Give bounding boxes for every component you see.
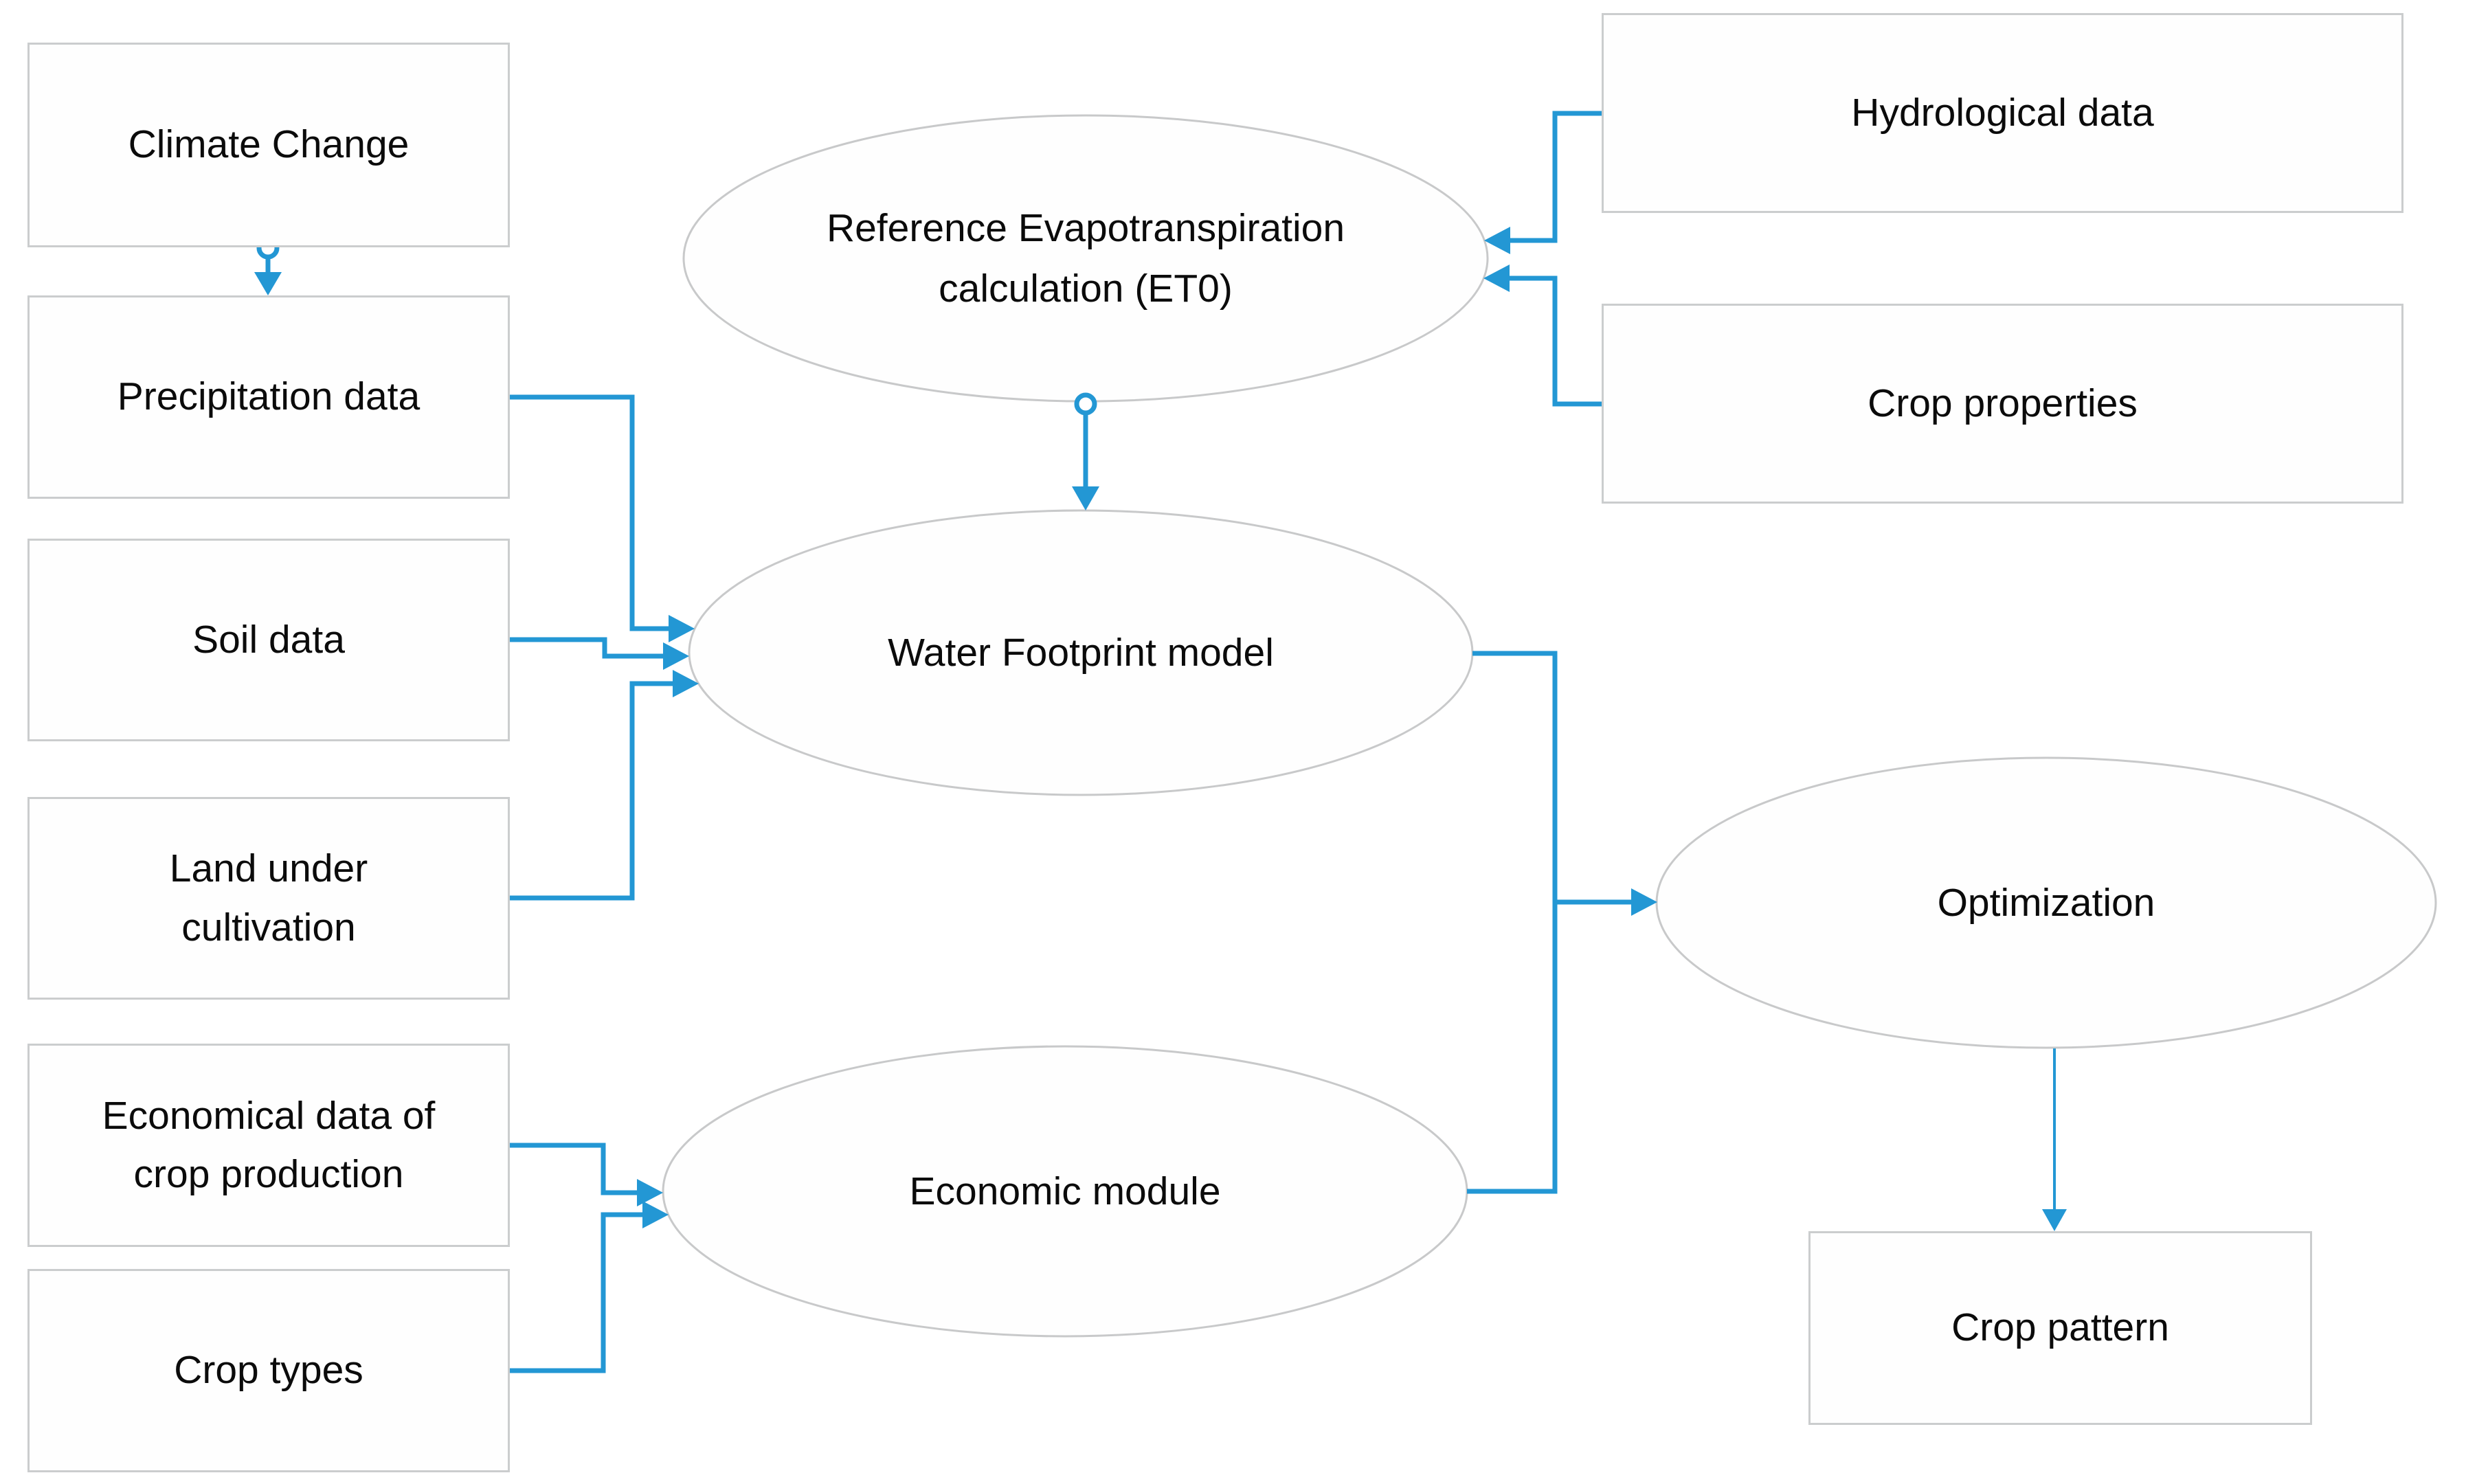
edge-econdata-to-economic-module [510, 1143, 663, 1206]
et0-ellipse [682, 114, 1489, 403]
node-crop-properties-label: Crop properties [1868, 381, 2138, 425]
node-land-under-cultivation-label: Land under cultivation [169, 846, 368, 949]
node-crop-types: Crop types [27, 1269, 510, 1472]
node-hydrological-data-label: Hydrological data [1851, 90, 2154, 135]
node-climate-change-label: Climate Change [128, 122, 410, 167]
node-land-under-cultivation: Land under cultivation [27, 797, 510, 1000]
node-soil-data-label: Soil data [192, 617, 345, 662]
node-climate-change: Climate Change [27, 43, 510, 247]
node-crop-pattern: Crop pattern [1808, 1231, 2312, 1425]
node-hydrological-data: Hydrological data [1602, 13, 2403, 213]
edge-et0-to-wfm [1072, 392, 1099, 510]
node-crop-properties: Crop properties [1602, 304, 2403, 504]
edge-soil-to-wfm [510, 637, 689, 670]
water-footprint-model-ellipse [688, 509, 1474, 796]
node-precipitation-data: Precipitation data [27, 295, 510, 499]
edge-hydrological-to-et0 [1484, 111, 1602, 254]
edge-wfm-and-economic-trunk [1467, 651, 1558, 1194]
edge-climate-to-precipitation [254, 236, 282, 295]
node-crop-types-label: Crop types [174, 1348, 363, 1393]
node-economical-data-label: Economical data of crop production [102, 1093, 436, 1197]
economic-module-ellipse [662, 1045, 1468, 1338]
node-economical-data: Economical data of crop production [27, 1044, 510, 1247]
edge-land-to-wfm [510, 670, 699, 901]
edge-crop-properties-to-et0 [1483, 265, 1602, 407]
optimization-ellipse [1655, 756, 2437, 1049]
node-soil-data: Soil data [27, 539, 510, 741]
node-precipitation-data-label: Precipitation data [117, 374, 421, 419]
edge-precipitation-to-wfm [510, 394, 695, 642]
edge-croptypes-to-economic-module [510, 1201, 669, 1373]
node-crop-pattern-label: Crop pattern [1951, 1305, 2169, 1350]
edge-trunk-to-optimization [1555, 888, 1657, 916]
edge-optimization-to-crop-pattern [2042, 1048, 2067, 1231]
